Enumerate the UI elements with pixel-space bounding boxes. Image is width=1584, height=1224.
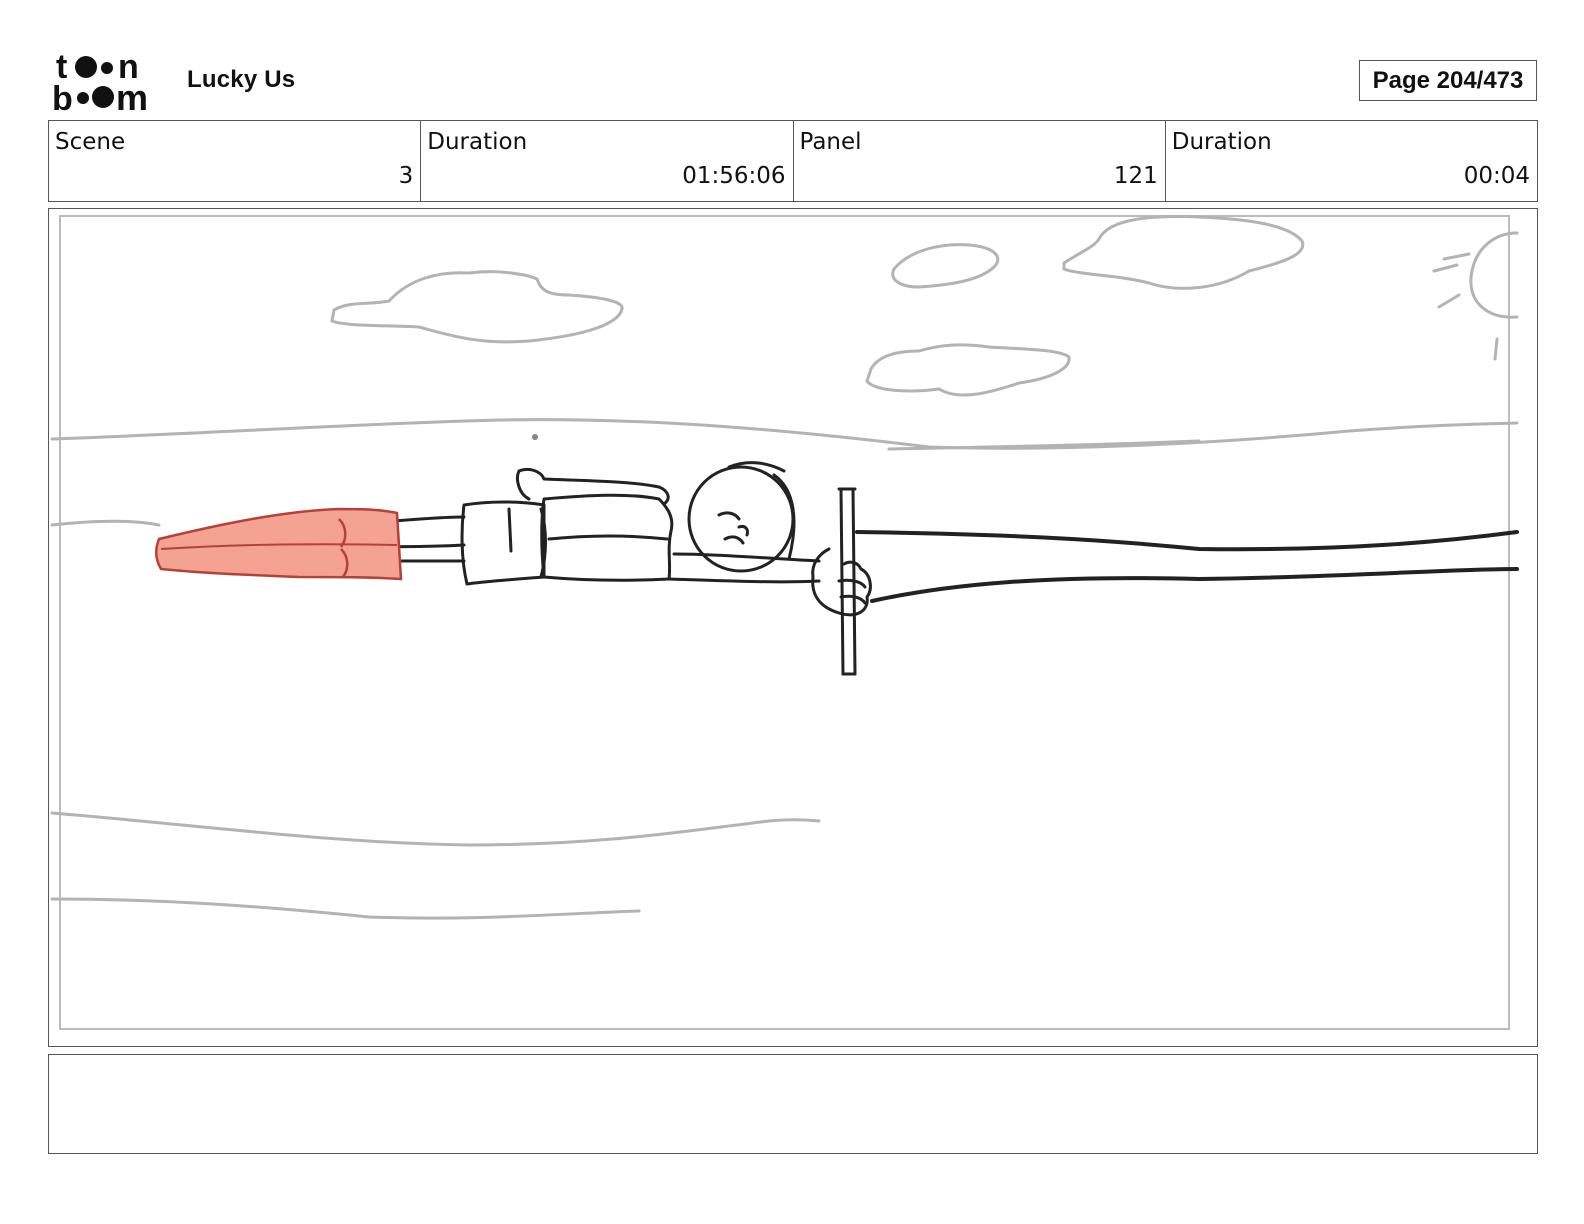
svg-text:t: t: [56, 50, 67, 86]
character-figure: [342, 461, 1519, 676]
panel-label: Panel: [799, 129, 862, 155]
scene-duration-label: Duration: [427, 129, 528, 155]
panel-value: 121: [1113, 163, 1158, 189]
character-pants: [155, 507, 403, 581]
scene-value: 3: [398, 163, 414, 189]
svg-text:b: b: [52, 80, 73, 112]
panel-duration-value: 00:04: [1463, 163, 1530, 189]
panel-duration-label: Duration: [1171, 129, 1272, 155]
storyboard-info-table: Scene 3 Duration 01:56:06 Panel 121 Dura…: [48, 120, 1538, 202]
scene-cell: Scene 3: [49, 121, 422, 201]
svg-text:n: n: [118, 50, 139, 86]
project-title: Lucky Us: [187, 66, 296, 93]
page-indicator: Page 204/473: [1359, 60, 1537, 101]
svg-text:m: m: [116, 77, 148, 112]
toon-boom-logo: t n b m: [52, 50, 148, 112]
safe-frame: [59, 215, 1510, 1030]
panel-duration-cell: Duration 00:04: [1166, 121, 1537, 201]
panel-sketch: [50, 215, 1519, 1030]
sky-dot: [532, 434, 538, 440]
scene-duration-cell: Duration 01:56:06: [421, 121, 794, 201]
scene-duration-value: 01:56:06: [682, 163, 786, 189]
storyboard-panel: [48, 208, 1538, 1047]
panel-notes-box: [48, 1054, 1538, 1154]
scene-label: Scene: [55, 129, 126, 155]
sky-lines: [50, 215, 1519, 920]
panel-cell: Panel 121: [794, 121, 1166, 201]
